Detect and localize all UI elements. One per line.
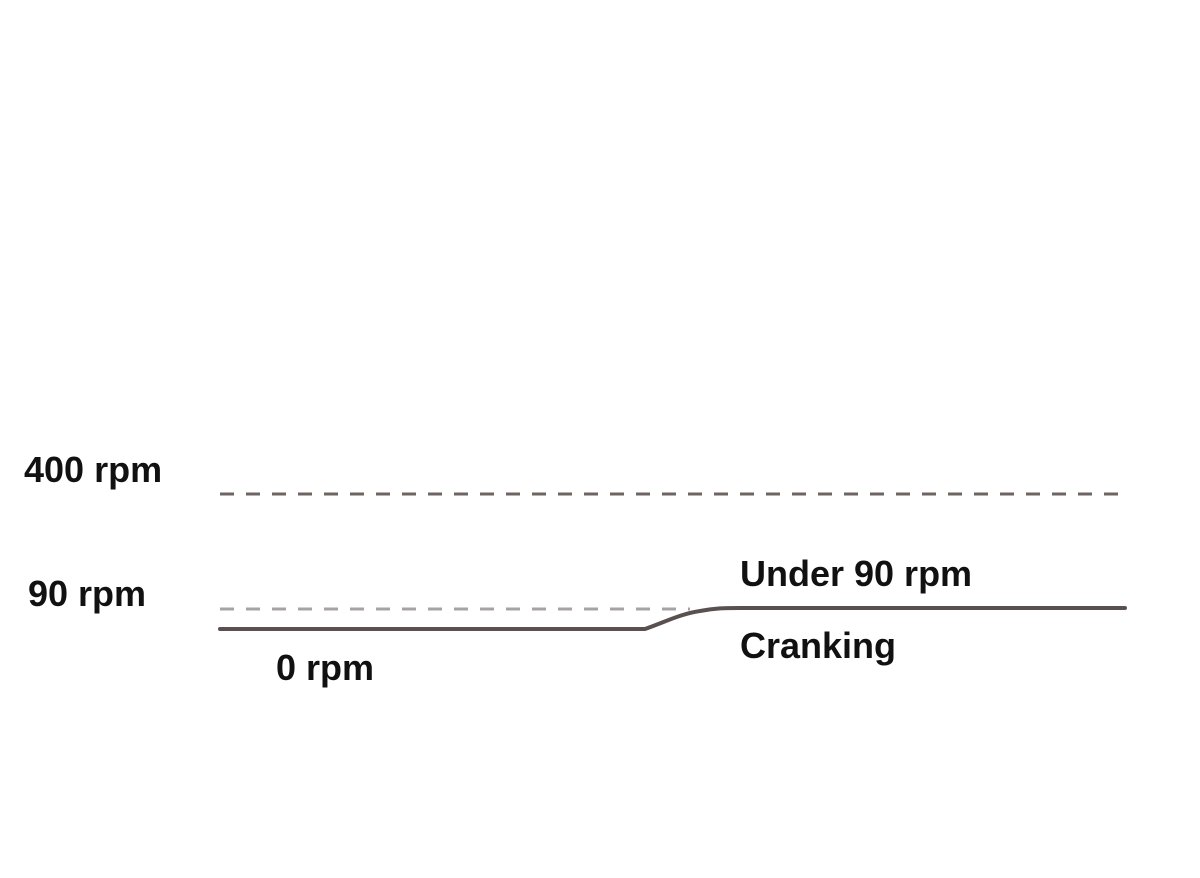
lower-threshold-label: 90 rpm (28, 573, 147, 614)
engine-speed-trace (218, 606, 1127, 631)
cranking-state-label: Cranking (740, 625, 897, 666)
upper-threshold-label: 400 rpm (24, 449, 163, 490)
end-speed-label: Under 90 rpm (740, 553, 973, 594)
start-speed-label: 0 rpm (276, 647, 375, 688)
